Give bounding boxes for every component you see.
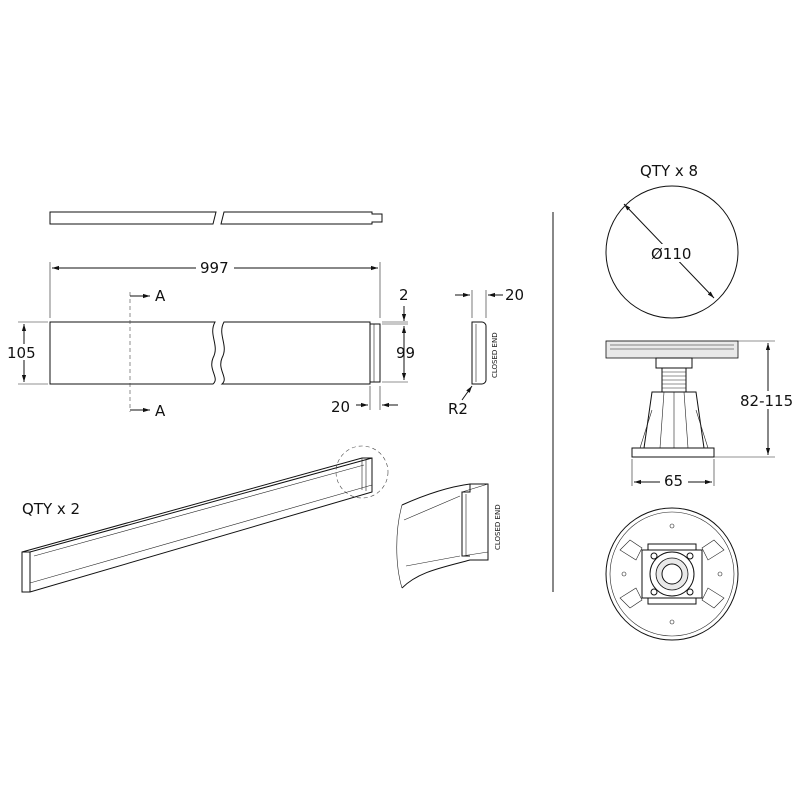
end-section-view: 20 CLOSED END R2 xyxy=(448,286,524,418)
closed-end-label-section: CLOSED END xyxy=(491,332,499,378)
height-label: 105 xyxy=(7,344,36,362)
diameter-label: Ø110 xyxy=(651,245,691,263)
bottom-width-label: 20 xyxy=(331,398,350,416)
lip-label: 2 xyxy=(399,286,409,304)
radius-label: R2 xyxy=(448,400,468,418)
dimension-length: 997 xyxy=(49,258,381,318)
end-width-label: 20 xyxy=(505,286,524,304)
section-marker-top: A xyxy=(130,287,166,305)
section-label-a-top: A xyxy=(155,287,166,305)
leg-qty-label: QTY x 8 xyxy=(640,162,698,180)
closed-end-detail: CLOSED END xyxy=(396,483,502,589)
leg-top-view: QTY x 8 Ø110 xyxy=(605,162,739,319)
closed-end-label-detail: CLOSED END xyxy=(494,504,502,550)
panel-isometric-view: QTY x 2 xyxy=(21,445,389,593)
dimension-inner-height: 2 99 xyxy=(382,286,415,383)
section-label-a-bottom: A xyxy=(155,402,166,420)
panel-front-view xyxy=(49,292,381,412)
panel-qty-label: QTY x 2 xyxy=(22,500,80,518)
inner-height-label: 99 xyxy=(396,344,415,362)
dimension-bottom-width: 20 xyxy=(331,386,398,416)
leg-bottom-view xyxy=(605,507,739,641)
panel-top-view xyxy=(49,211,383,225)
length-label: 997 xyxy=(200,259,229,277)
height-range-label: 82-115 xyxy=(740,392,793,410)
dimension-height: 105 xyxy=(6,321,48,385)
base-width-label: 65 xyxy=(664,472,683,490)
leg-side-view: 82-115 65 xyxy=(605,340,796,490)
section-marker-bottom: A xyxy=(130,402,166,420)
